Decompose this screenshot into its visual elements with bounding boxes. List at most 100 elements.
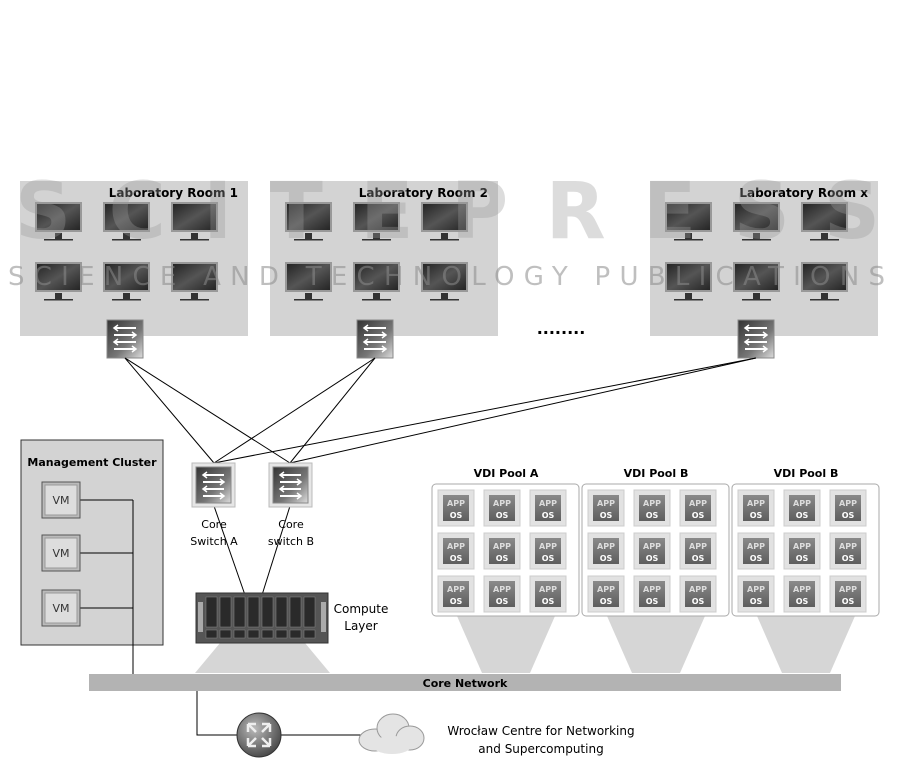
management-cluster-title: Management Cluster — [27, 456, 157, 469]
uplink-line — [213, 357, 376, 464]
external-label-2: and Supercomputing — [478, 742, 603, 756]
vdi-pool-title: VDI Pool B — [774, 467, 839, 480]
os-label: OS — [646, 511, 659, 520]
external-link — [196, 691, 365, 736]
uplink-line — [289, 357, 757, 464]
core-switch-label-2: Switch A — [190, 535, 238, 548]
app-label: APP — [643, 499, 661, 508]
os-label: OS — [646, 597, 659, 606]
monitor-icon — [665, 262, 712, 301]
app-label: APP — [793, 499, 811, 508]
app-label: APP — [689, 585, 707, 594]
os-label: OS — [542, 554, 555, 563]
os-label: OS — [496, 554, 509, 563]
os-label: OS — [600, 511, 613, 520]
app-label: APP — [447, 542, 465, 551]
os-label: OS — [750, 511, 763, 520]
os-label: OS — [646, 554, 659, 563]
os-label: OS — [842, 511, 855, 520]
monitor-icon — [285, 262, 332, 301]
app-label: APP — [597, 585, 615, 594]
vm-label: VM — [52, 602, 69, 615]
app-os-tile: APP OS — [737, 532, 775, 570]
app-label: APP — [793, 542, 811, 551]
app-label: APP — [643, 542, 661, 551]
monitor-icon — [171, 262, 218, 301]
cloud-icon — [358, 713, 425, 754]
monitor-icon — [421, 202, 468, 241]
router-icon — [236, 712, 282, 758]
uplinks — [124, 357, 757, 596]
core-switch-label-1: Core — [278, 518, 304, 531]
vdi-pool-title: VDI Pool A — [474, 467, 539, 480]
uplink-line — [289, 357, 376, 464]
app-label: APP — [447, 499, 465, 508]
app-label: APP — [539, 499, 557, 508]
os-label: OS — [842, 597, 855, 606]
compute-label-2: Layer — [344, 619, 378, 633]
vm-box: VM — [41, 534, 81, 572]
app-label: APP — [539, 542, 557, 551]
os-label: OS — [842, 554, 855, 563]
monitor-icon — [171, 202, 218, 241]
app-os-tile: APP OS — [679, 532, 717, 570]
app-label: APP — [839, 499, 857, 508]
ellipsis: ........ — [537, 319, 586, 338]
app-os-tile: APP OS — [633, 532, 671, 570]
monitor-icon — [35, 262, 82, 301]
app-label: APP — [839, 542, 857, 551]
vm-label: VM — [52, 494, 69, 507]
os-label: OS — [796, 511, 809, 520]
monitor-icon — [733, 202, 780, 241]
app-os-tile: APP OS — [483, 532, 521, 570]
lab-room: Laboratory Room x — [650, 181, 878, 359]
lab-room: Laboratory Room 2 — [270, 181, 498, 359]
os-label: OS — [750, 554, 763, 563]
app-label: APP — [747, 542, 765, 551]
monitor-icon — [103, 202, 150, 241]
monitor-icon — [801, 202, 848, 241]
monitor-icon — [733, 262, 780, 301]
monitor-icon — [285, 202, 332, 241]
app-os-tile: APP OS — [829, 575, 867, 613]
app-label: APP — [447, 585, 465, 594]
app-label: APP — [643, 585, 661, 594]
vdi-pool-title: VDI Pool B — [624, 467, 689, 480]
os-label: OS — [692, 554, 705, 563]
compute-label-1: Compute — [334, 602, 389, 616]
monitor-icon — [103, 262, 150, 301]
monitor-icon — [353, 202, 400, 241]
os-label: OS — [600, 554, 613, 563]
app-label: APP — [493, 542, 511, 551]
monitor-icon — [665, 202, 712, 241]
app-os-tile: APP OS — [829, 489, 867, 527]
lab-room: Laboratory Room 1 — [20, 181, 248, 359]
os-label: OS — [796, 597, 809, 606]
app-label: APP — [689, 542, 707, 551]
core-switch-label-1: Core — [201, 518, 227, 531]
vdi-pool: VDI Pool B APP OS APP OS APP OS APP OS APP OS APP OS… — [731, 467, 880, 673]
app-label: APP — [839, 585, 857, 594]
app-os-tile: APP OS — [633, 489, 671, 527]
vm-box: VM — [41, 481, 81, 519]
vm-box: VM — [41, 589, 81, 627]
access-switch-icon — [356, 319, 394, 359]
app-label: APP — [493, 499, 511, 508]
os-label: OS — [496, 597, 509, 606]
